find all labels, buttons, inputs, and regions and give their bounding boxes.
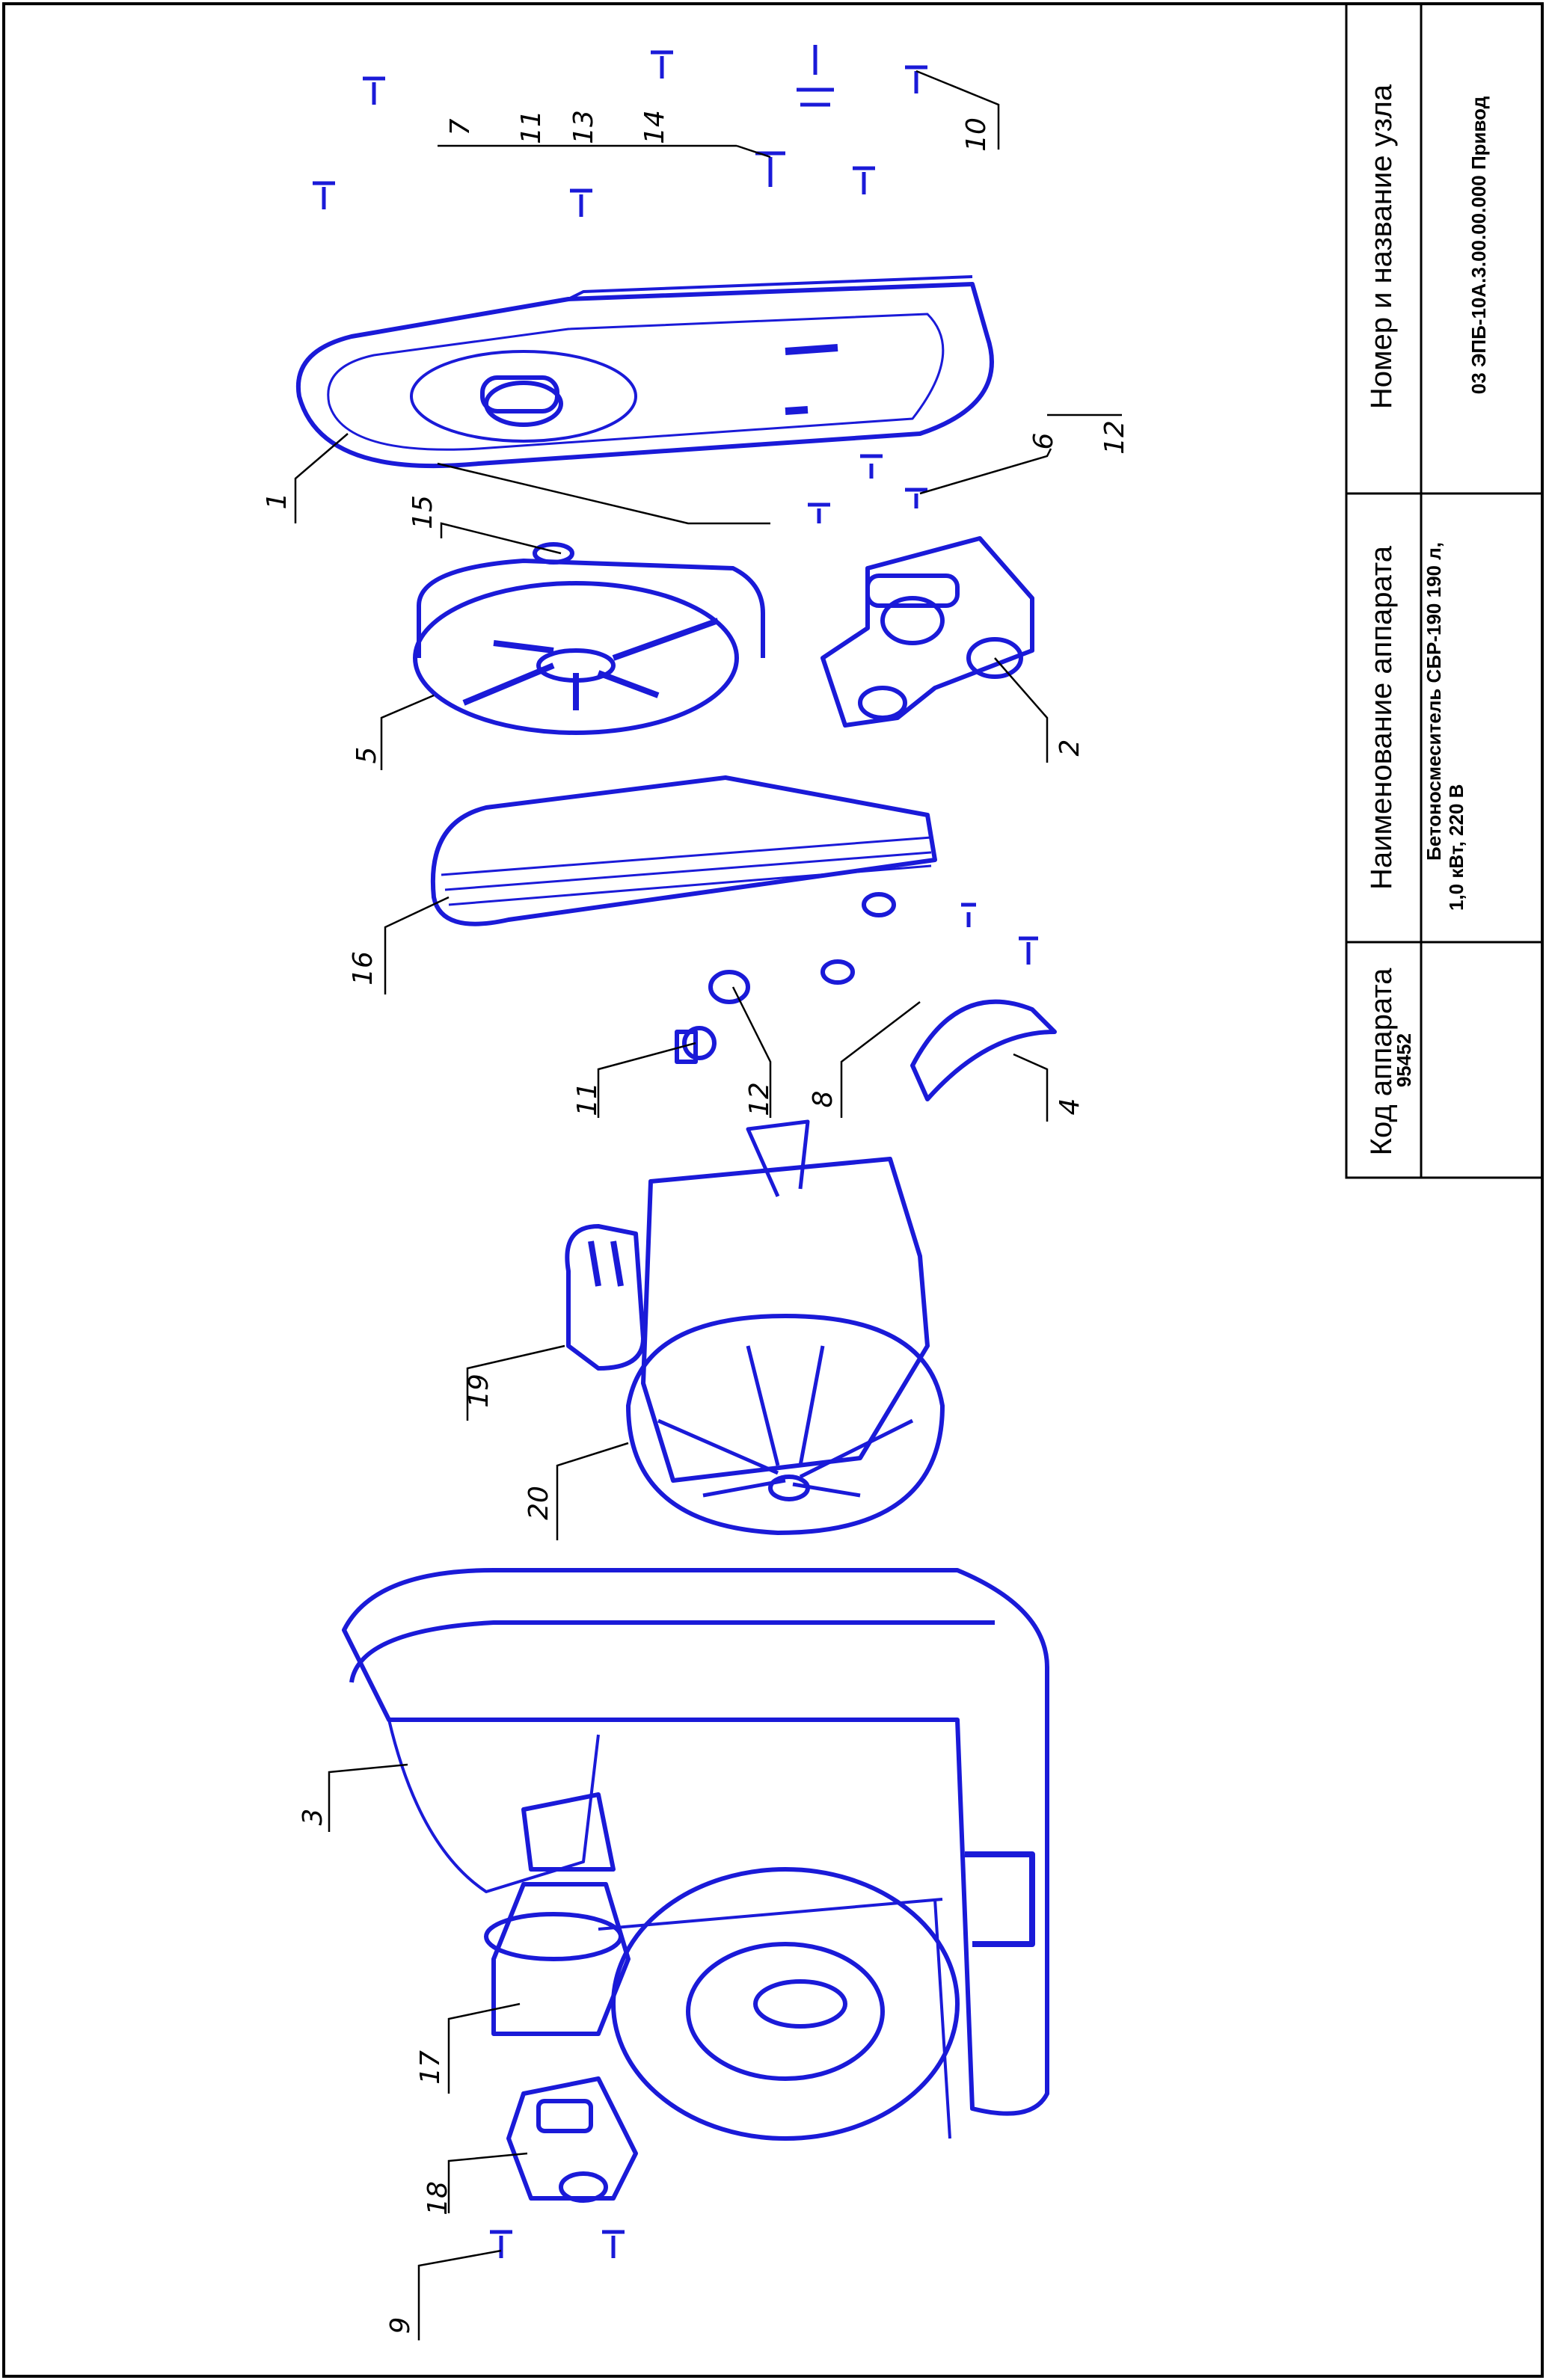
key-plate-part [910, 999, 1057, 1101]
callout-5: 5 [352, 746, 382, 764]
drive-belt-part [430, 775, 937, 926]
nut-part [682, 1026, 717, 1060]
pulley-nut-part [708, 970, 750, 1004]
callout-4: 4 [1055, 1098, 1085, 1116]
switch-part [506, 2076, 638, 2203]
name-value-line2: 1,0 кВт, 220 В [1445, 784, 1467, 911]
callout-20: 20 [524, 1486, 554, 1520]
bolt-part [675, 1030, 698, 1064]
callout-13: 13 [568, 110, 599, 144]
callout-9: 9 [385, 2316, 416, 2334]
callout-10: 10 [961, 117, 992, 152]
motor-bracket-part [820, 536, 1034, 728]
callout-8: 8 [808, 1090, 838, 1108]
motor-cover-part [484, 1792, 631, 2036]
callout-3: 3 [298, 1808, 328, 1826]
callout-1: 1 [262, 492, 292, 510]
washer-part [862, 892, 896, 917]
callout-11: 11 [516, 110, 547, 144]
driven-pulley-part [413, 559, 765, 735]
title-block-frame [1345, 2, 1544, 1179]
callout-11b: 11 [572, 1082, 603, 1116]
callout-16: 16 [348, 951, 378, 985]
code-value: 95452 [1393, 1033, 1415, 1088]
callout-7: 7 [445, 118, 476, 136]
callout-17: 17 [415, 2050, 446, 2085]
callout-15: 15 [408, 495, 438, 529]
callout-6: 6 [1028, 432, 1059, 450]
callout-19: 19 [464, 1374, 494, 1408]
callout-18: 18 [423, 2181, 453, 2216]
callout-12b: 12 [744, 1082, 775, 1116]
callout-12: 12 [1099, 420, 1130, 455]
callout-14: 14 [639, 110, 670, 144]
name-header: Наименование аппарата [1365, 546, 1398, 890]
motor-assembly-part [626, 1119, 945, 1535]
leader-lines [294, 70, 1122, 2340]
unit-header: Номер и название узла [1365, 84, 1398, 410]
screws-part [313, 45, 1038, 2258]
callout-2: 2 [1055, 739, 1085, 757]
belt-cover-part [295, 275, 994, 469]
capacitor-part [565, 1224, 645, 1371]
ring-part [533, 542, 574, 565]
drum-housing-part [342, 1568, 1049, 2141]
unit-value: 03 ЭПБ-10А.3.00.00.000 Привод [1467, 96, 1490, 395]
